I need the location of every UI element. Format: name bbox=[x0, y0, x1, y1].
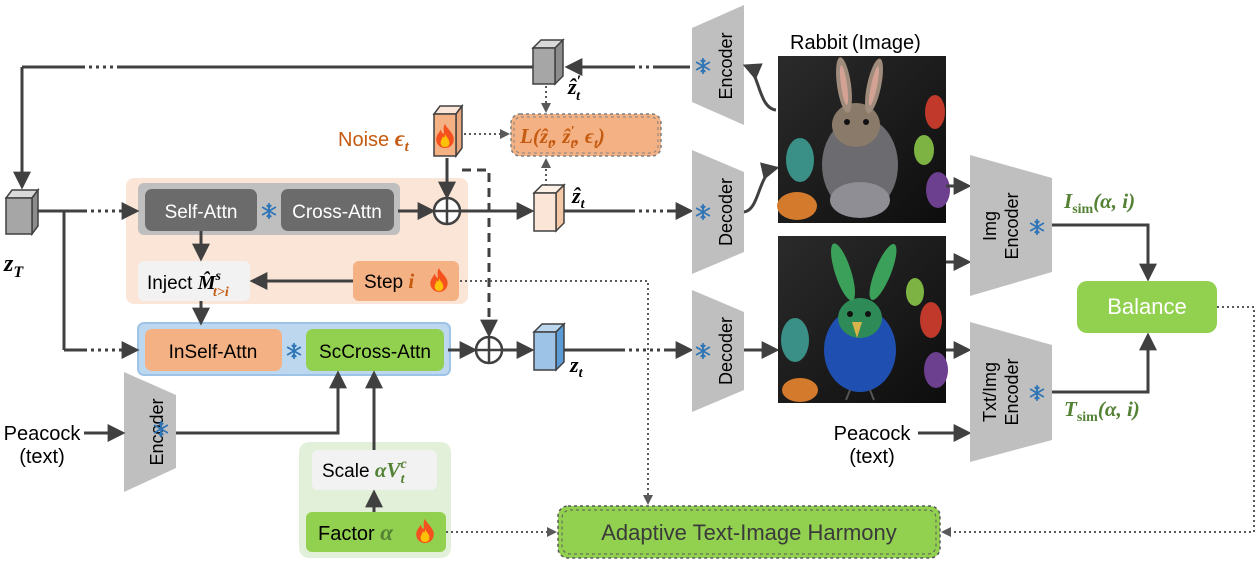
z-hat-t-prime-cube bbox=[531, 38, 565, 86]
z-T-branches bbox=[38, 202, 140, 359]
sccross-attn-block bbox=[306, 329, 444, 371]
t-sim-label: Tsim(α, i) bbox=[1064, 397, 1140, 425]
harmony-label: Adaptive Text-Image Harmony bbox=[601, 520, 897, 545]
z-T-label: zT bbox=[3, 251, 24, 281]
factor-label: Factor α bbox=[318, 520, 394, 545]
step-block bbox=[353, 261, 459, 301]
balance-label: Balance bbox=[1107, 294, 1187, 319]
top-feedback-line bbox=[13, 58, 690, 190]
inject-block bbox=[138, 261, 250, 301]
encoder-top-label: Encoder bbox=[716, 32, 736, 99]
rabbit-image bbox=[777, 56, 950, 223]
peacock-left-label: Peacock(text) bbox=[4, 423, 82, 468]
self-attn-block bbox=[145, 189, 257, 231]
to-balance-arrows bbox=[1052, 223, 1157, 394]
noise-label: Noise ϵt bbox=[338, 126, 410, 155]
balance-block bbox=[1077, 281, 1217, 333]
harmony-feedback-dotted bbox=[446, 280, 1255, 537]
loss-dotted-arrows bbox=[464, 86, 551, 186]
z-t-cube bbox=[532, 322, 566, 372]
step-label: Step i bbox=[364, 269, 414, 293]
inself-attn-block bbox=[145, 329, 282, 371]
z-T-latent-cube bbox=[4, 187, 40, 237]
image-to-encoder-arrows bbox=[918, 177, 972, 442]
harmony-block bbox=[557, 505, 941, 559]
decoder-to-image-arrows bbox=[742, 63, 780, 359]
scale-block bbox=[312, 450, 437, 490]
decoder-2-label: Decoder bbox=[716, 317, 736, 385]
cross-attn-block bbox=[281, 189, 394, 231]
decoder-1-label: Decoder bbox=[716, 178, 736, 246]
factor-block bbox=[306, 512, 446, 552]
z-hat-t-cube bbox=[532, 183, 566, 233]
dotted-gaps bbox=[84, 65, 668, 352]
image-encoder-top bbox=[692, 5, 744, 125]
sum-node-upper bbox=[432, 196, 462, 226]
i-sim-label: Isim(α, i) bbox=[1063, 189, 1135, 217]
img-encoder bbox=[970, 155, 1052, 296]
cross-attn-label: Cross-Attn bbox=[292, 202, 382, 223]
decoder-2 bbox=[692, 290, 744, 412]
text-embedding-path bbox=[176, 370, 347, 435]
noise-dashed-path bbox=[462, 168, 498, 338]
txt-img-encoder bbox=[970, 322, 1052, 462]
inself-attn-label: InSelf-Attn bbox=[169, 342, 258, 363]
sccross-attn-label: ScCross-Attn bbox=[319, 342, 431, 363]
loss-box bbox=[510, 113, 662, 157]
z-hat-t-prime-label: ẑ′t bbox=[567, 73, 581, 104]
z-hat-t-label: ẑt bbox=[571, 183, 586, 212]
sum-node-lower bbox=[474, 335, 504, 365]
sum-arrows bbox=[398, 158, 535, 359]
peacock-right-label: Peacock(text) bbox=[834, 423, 912, 468]
rabbit-label: Rabbit (Image) bbox=[790, 32, 921, 54]
peacock-rabbit-image bbox=[778, 236, 948, 403]
inject-arrows bbox=[192, 231, 353, 326]
loss-label: L(ẑt, ẑ′t, ϵt) bbox=[519, 124, 605, 152]
z-t-label: zt bbox=[569, 352, 584, 381]
self-attn-label: Self-Attn bbox=[165, 202, 238, 223]
decoder-1 bbox=[692, 150, 744, 274]
text-encoder-left bbox=[124, 372, 176, 492]
